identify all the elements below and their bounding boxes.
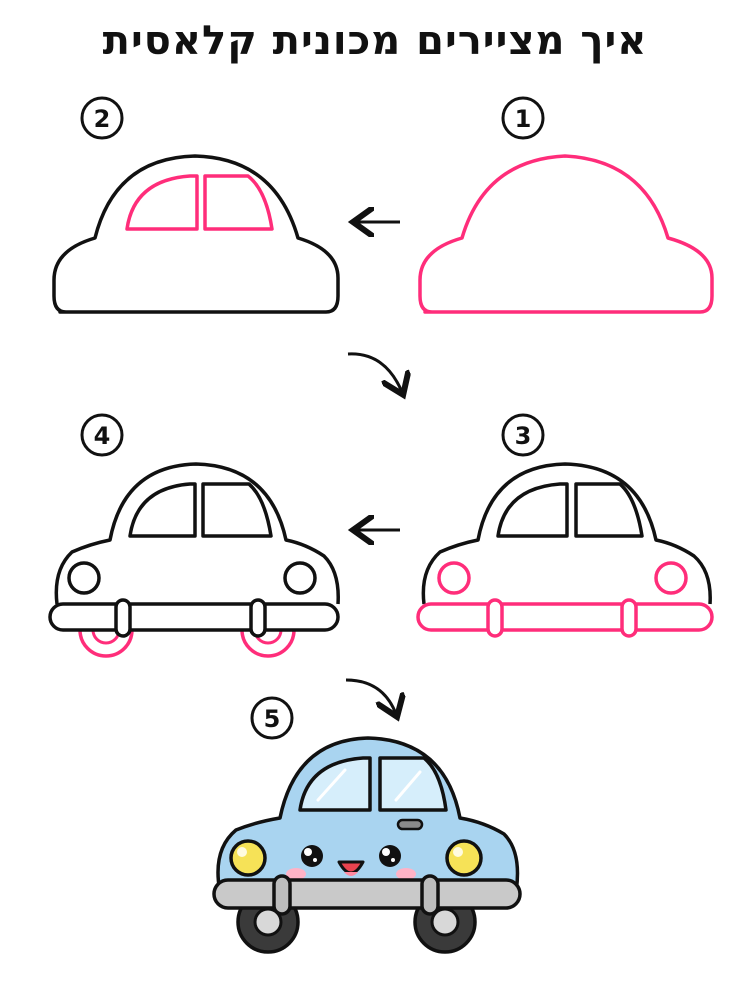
car-body-outline xyxy=(421,462,712,605)
door-handle xyxy=(396,818,424,831)
bumper-guard-left xyxy=(114,598,132,638)
headlight-shine xyxy=(453,847,463,857)
bumper xyxy=(416,602,714,632)
car-body-outline xyxy=(418,154,714,314)
right-window xyxy=(201,482,273,538)
left-headlight xyxy=(437,561,471,595)
step-number: 3 xyxy=(515,422,532,450)
right-eye xyxy=(379,845,401,867)
headlight-shine xyxy=(237,847,247,857)
step-2: 2 xyxy=(52,96,340,314)
step-number-badge: 5 xyxy=(250,696,294,740)
right-window xyxy=(378,756,448,812)
right-headlight xyxy=(445,839,483,877)
step-number-badge: 4 xyxy=(80,413,124,457)
bumper xyxy=(212,878,522,910)
curved-arrow-icon xyxy=(345,678,396,714)
step-3: 3 xyxy=(416,413,714,638)
left-blush xyxy=(286,868,306,880)
step-number: 2 xyxy=(94,105,111,133)
bumper xyxy=(48,602,340,632)
left-eye xyxy=(301,845,323,867)
bumper-guard-left xyxy=(272,874,292,916)
right-window xyxy=(574,482,644,538)
right-headlight xyxy=(283,561,317,595)
left-window xyxy=(125,174,199,231)
step-number-badge: 3 xyxy=(501,413,545,457)
left-window xyxy=(496,482,569,538)
right-blush xyxy=(396,868,416,880)
bumper-guard-right xyxy=(620,598,638,638)
step-number: 4 xyxy=(94,422,111,450)
step-1: 1 xyxy=(418,96,714,314)
step-number: 5 xyxy=(264,705,281,733)
step-number: 1 xyxy=(515,105,532,133)
bumper-guard-left xyxy=(486,598,504,638)
car-body-outline xyxy=(52,154,340,314)
window-shine xyxy=(316,768,347,802)
step-number-badge: 2 xyxy=(80,96,124,140)
step-number-badge: 1 xyxy=(501,96,545,140)
left-headlight xyxy=(229,839,267,877)
right-headlight xyxy=(654,561,688,595)
bumper-guard-right xyxy=(249,598,267,638)
page-title: איך מציירים מכונית קלאסית xyxy=(102,18,648,64)
right-window xyxy=(203,174,274,231)
bumper-guard-right xyxy=(420,874,440,916)
window-shine xyxy=(394,770,422,802)
step-4: 4 xyxy=(48,413,340,658)
curved-arrow-icon xyxy=(347,352,402,392)
car-face xyxy=(286,845,416,880)
car-body xyxy=(216,736,520,894)
left-window xyxy=(298,756,372,812)
left-window xyxy=(128,482,197,538)
step-5: 5 xyxy=(212,696,522,954)
car-body-outline xyxy=(54,462,340,605)
left-headlight xyxy=(67,561,101,595)
